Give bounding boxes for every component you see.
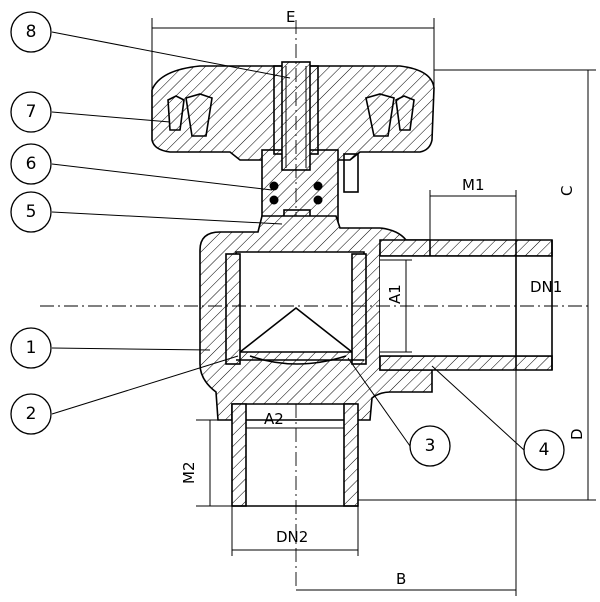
svg-text:4: 4	[539, 440, 550, 460]
valve-body	[199, 215, 433, 421]
dim-label-a1: A1	[386, 284, 404, 304]
dim-label-a2: A2	[264, 410, 284, 428]
callout-leaders	[51, 31, 525, 451]
svg-text:7: 7	[26, 102, 37, 122]
dim-label-m2: M2	[180, 462, 198, 485]
callout-7: 7	[10, 91, 52, 133]
svg-text:2: 2	[26, 404, 37, 424]
dim-label-m1: M1	[462, 176, 485, 194]
dim-label-dn1: DN1	[530, 278, 562, 296]
svg-text:3: 3	[425, 436, 436, 456]
dim-label-e: E	[286, 8, 295, 26]
callout-6: 6	[10, 143, 52, 185]
svg-text:1: 1	[26, 338, 37, 358]
callout-3: 3	[409, 425, 451, 467]
callout-5: 5	[10, 191, 52, 233]
callout-1: 1	[10, 327, 52, 369]
svg-text:8: 8	[26, 22, 37, 42]
outlet-pipe-bottom	[231, 403, 359, 507]
svg-text:6: 6	[26, 154, 37, 174]
callout-8: 8	[10, 11, 52, 53]
dim-label-c: C	[558, 186, 576, 196]
svg-text:5: 5	[26, 202, 37, 222]
dim-label-d: D	[568, 428, 586, 440]
callout-4: 4	[523, 429, 565, 471]
callout-2: 2	[10, 393, 52, 435]
dimension-lines	[151, 18, 596, 596]
dim-label-dn2: DN2	[276, 528, 308, 546]
dim-label-b: B	[396, 570, 406, 588]
